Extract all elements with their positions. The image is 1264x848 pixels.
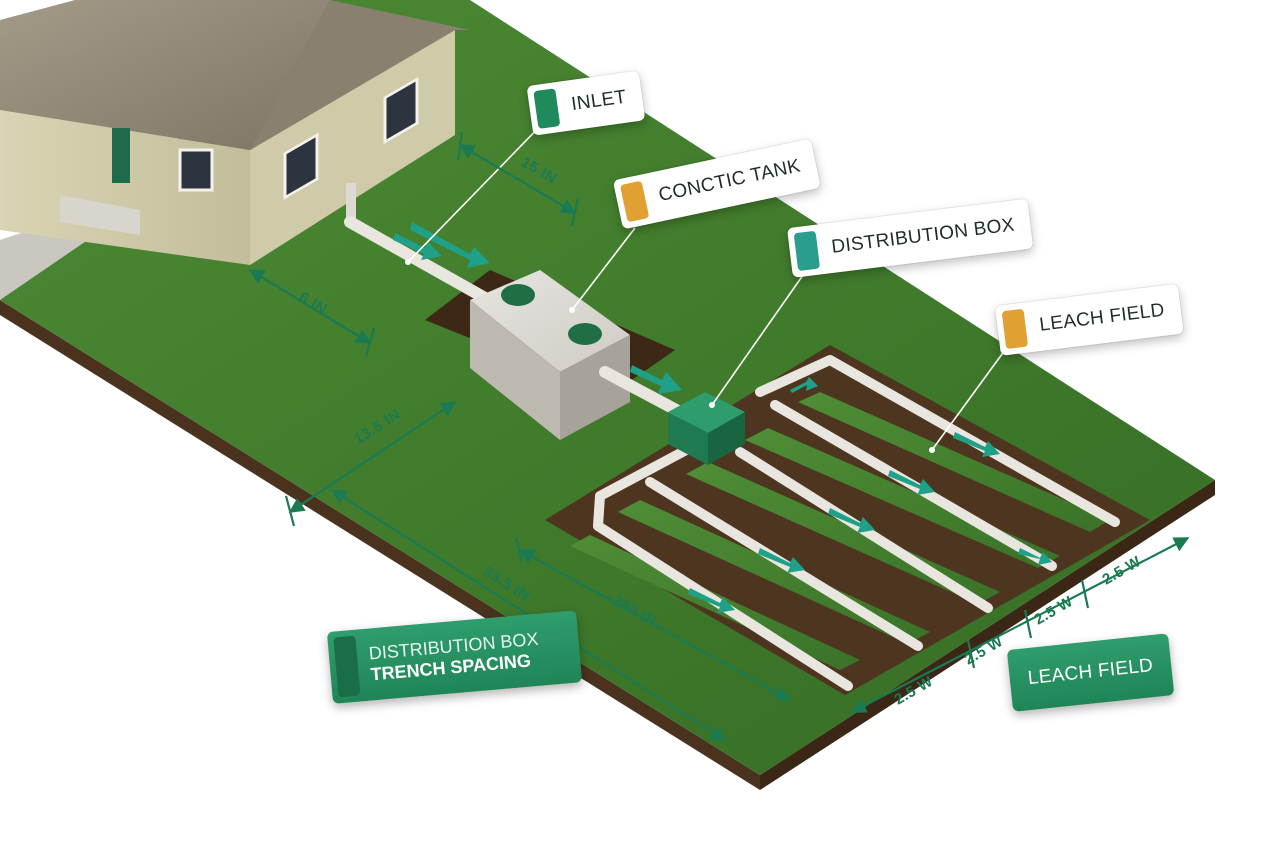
flow-arrow [630,365,682,394]
flow-arrow [888,470,935,495]
lateral-pipe [755,355,1120,527]
dim-tick [456,131,464,161]
house-window [383,76,419,145]
downspout [346,183,356,225]
dim-tick [514,537,524,563]
distribution-box [668,392,745,465]
dbox-top [668,392,745,433]
house-window [283,132,319,200]
sidewalk [0,220,95,300]
porch-steps [60,195,140,235]
house-window [178,148,214,192]
house-gable [250,0,470,150]
dim-tick [570,197,580,227]
badge-label: LEACH FIELD [1026,655,1155,690]
dim-line-6in [248,269,372,344]
dim-line-width [850,537,1190,713]
callout-tab [793,230,821,272]
dim-tick [364,327,376,357]
inlet-pipe [344,216,491,304]
house-roof [0,0,330,150]
dim-line-200in [518,549,792,701]
callout-tab [1001,308,1029,350]
flow-arrow [393,233,442,260]
dim-tick [284,495,296,527]
callout-label: LEACH FIELD [1038,299,1166,336]
flow-arrow [828,508,875,533]
leader-line-leach [931,349,1006,451]
inlet-pipe-run [344,216,491,304]
outlet-pipe [599,366,686,418]
dim-tick [966,639,976,669]
house-door [112,128,130,183]
leader-dot [569,307,575,313]
septic-tank [470,270,630,440]
leader-line-dbox [711,267,809,406]
tank-lid [568,323,602,345]
dim-tick [1080,579,1090,609]
callout-tab [533,88,561,129]
dim-line-135in [288,401,457,513]
leader-dot [405,259,411,265]
leader-dot [929,447,935,453]
trench-strip-1 [798,392,1110,532]
flow-arrow [953,432,1000,457]
trench-strip-2 [745,428,1060,568]
callout-label: INLET [570,86,628,116]
flow-arrow [410,222,490,268]
tank-front [470,300,560,440]
dbox-front [668,412,708,465]
tank-side [560,335,630,440]
tank-lid [501,284,535,306]
leader-dot [709,402,715,408]
dim-line-15in [458,144,577,214]
leader-line-tank [571,227,636,311]
dbox-side [708,412,745,465]
flow-arrow [790,377,818,393]
dim-tick [1023,609,1033,639]
house [0,0,470,300]
